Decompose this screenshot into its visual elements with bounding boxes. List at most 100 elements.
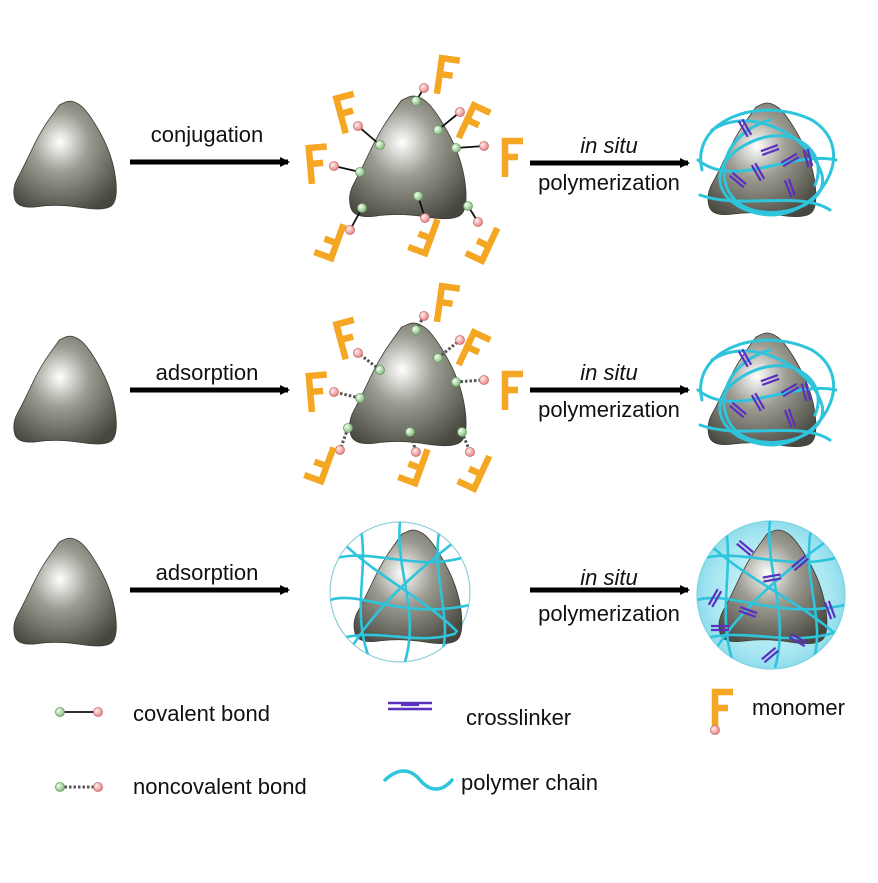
row1-polymer-chain-b [710,118,824,214]
row1-covalent-bond-7-red-bead [473,217,483,227]
row2-monomer-2 [501,370,523,410]
row2-crosslinker-2 [750,392,766,412]
row1-covalent-bond-6-red-bead [420,213,430,223]
legend-covalent-bond-icon-red-bead [93,707,103,717]
row2-noncovalent-bond-3-green-bead [375,365,385,375]
row1-covalent-bond-6-green-bead [413,191,423,201]
row1-covalent-bond-3-red-bead [353,121,363,131]
row1-covalent-bond-5-green-bead [357,203,367,213]
row1-crosslinker-0 [737,118,753,138]
row3-crosslinker-5 [738,606,758,618]
row1-in-situ-label: in situ [580,133,638,158]
row1-monomer-3 [332,90,355,135]
row1-crosslinker-6 [802,148,814,168]
row1-process-label: conjugation [150,122,264,147]
row2-crosslinker-5 [784,408,796,428]
row1-covalent-bond-4-green-bead [355,167,365,177]
row1-monomer-2 [501,137,523,177]
row2-noncovalent-bond-7-red-bead [465,447,475,457]
row2-crosslinker-4 [729,401,747,419]
row2-noncovalent-bond-5-red-bead [335,445,345,455]
legend-monomer-icon [711,688,733,728]
row1-protein-functionalized [349,95,467,220]
row3-adsorbed-chain-2 [334,628,466,642]
row2-noncovalent-bond-5-green-bead [343,423,353,433]
row2-noncovalent-bond-3-red-bead [353,348,363,358]
row1-covalent-bond-3-green-bead [375,140,385,150]
row1-monomer-5 [313,223,347,263]
row1-monomer-1 [455,100,492,140]
row3-crosslinker-4 [824,600,836,620]
row3-crosslinker-2 [762,573,782,583]
row2-noncovalent-bond-6-red-bead [411,447,421,457]
row3-adsorbed-chain-3 [358,524,372,661]
row3-gel-chain-0 [697,553,845,564]
row1-monomer-7 [464,226,501,266]
row1-protein-bare [13,100,117,210]
row3-polymerization-label: polymerization [538,601,680,626]
legend-covalent-label: covalent bond [133,701,270,726]
row3-gel-chain-1 [697,596,845,611]
row1-covalent-bond-2-green-bead [451,143,461,153]
row1-covalent-bond-1-green-bead [433,125,443,135]
row1-covalent-bond-4-red-bead [329,161,339,171]
row3-adsorbed-network [330,522,470,662]
row3-gel-chain-6 [704,539,843,641]
row3-crosslinker-0 [707,588,723,608]
row3-crosslinker-1 [736,539,754,557]
row3-crosslinker-7 [788,632,808,648]
row1-crosslinker-3 [780,152,800,168]
row1-crosslinker-2 [750,162,766,182]
row1-monomer-0 [433,54,461,95]
row2-in-situ-label: in situ [580,360,638,385]
row2-polymer-chain-a [699,338,835,447]
row2-noncovalent-bond-7-green-bead [457,427,467,437]
row2-protein-bare [13,335,117,445]
row3-gel-chain-3 [723,523,737,669]
row2-noncovalent-bond-1-red-bead [455,335,465,345]
row2-crosslinker-1 [760,374,780,386]
row2-noncovalent-bond-4-red-bead [329,387,339,397]
row2-crosslinker-0 [737,348,753,368]
row3-in-situ-label: in situ [580,565,638,590]
row2-noncovalent-bond-6-green-bead [405,427,415,437]
row1-covalent-bond-7-green-bead [463,201,473,211]
row1-crosslinker-4 [729,171,747,189]
legend-noncovalent-bond-icon-red-bead [93,782,103,792]
row2-process-label: adsorption [155,360,259,385]
legend-monomer-bead [710,725,720,735]
row2-noncovalent-bond-4-green-bead [355,393,365,403]
row3-crosslinker-6 [761,646,779,664]
row2-monomer-1 [455,327,492,367]
row1-covalent-bond-2-red-bead [479,141,489,151]
row2-polymerization-label: polymerization [538,397,680,422]
row2-monomer-5 [303,446,337,486]
legend-crosslinker-label: crosslinker [466,705,572,730]
row2-crosslinker-3 [780,382,800,398]
row2-crosslinker-6 [800,382,812,402]
row2-noncovalent-bond-0-red-bead [419,311,429,321]
row2-protein-functionalized [349,322,467,447]
row1-polymerization-label: polymerization [538,170,680,195]
row1-monomer-4 [305,143,327,185]
row3-adsorbed-chain-5 [436,524,447,661]
row2-polymer-chain-b [710,348,824,444]
legend-polymer-chain-label: polymer chain [461,770,598,795]
row3-gel-chain-5 [807,523,819,667]
row1-covalent-bond-1-red-bead [455,107,465,117]
legend-covalent-bond-icon-green-bead [55,707,65,717]
row3-process-label: adsorption [155,560,259,585]
row3-gel-chain-2 [699,628,843,642]
row1-polymer-chain-a [699,108,835,217]
row1-covalent-bond-0-green-bead [411,96,421,106]
row1-polymer-chain-c [696,156,838,212]
row1-crosslinker-5 [784,178,796,198]
legend-polymer-chain-icon [383,769,454,791]
row1-covalent-bond-5-red-bead [345,225,355,235]
row3-protein-bare [13,537,117,647]
row2-monomer-7 [456,454,493,494]
row3-crosslinker-3 [791,554,809,572]
row2-noncovalent-bond-7 [460,431,472,453]
